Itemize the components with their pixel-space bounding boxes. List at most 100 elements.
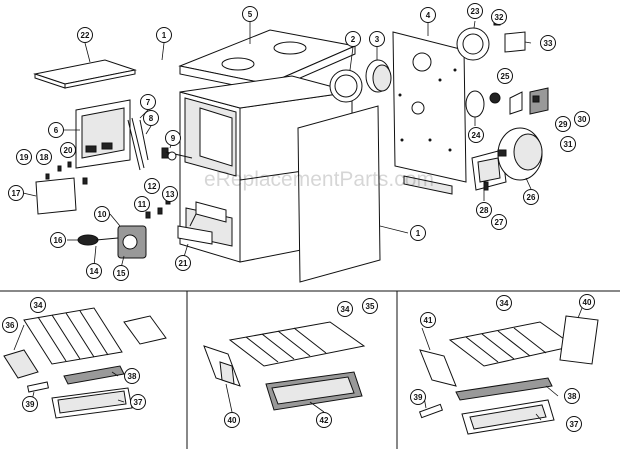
callout-bubble xyxy=(77,27,93,43)
callout-bubble xyxy=(410,225,426,241)
control-panel-6 xyxy=(75,99,131,169)
callout-main-13: 13 xyxy=(162,186,178,202)
callout-number: 33 xyxy=(544,39,553,48)
callout-bubble xyxy=(144,178,160,194)
valve-parts-10-16 xyxy=(77,197,171,259)
callout-bubble xyxy=(16,149,32,165)
callout-bubble xyxy=(94,206,110,222)
callout-number: 18 xyxy=(40,153,49,162)
callout-bubble xyxy=(468,127,484,143)
callout-number: 38 xyxy=(128,372,137,381)
callout-bubble xyxy=(48,122,64,138)
callout-bubble xyxy=(140,94,156,110)
callout-number: 6 xyxy=(54,126,59,135)
small-parts-18-20 xyxy=(45,161,88,185)
callout-number: 32 xyxy=(495,13,504,22)
callout-number: 7 xyxy=(146,98,151,107)
callout-panel-c-39: 39 xyxy=(410,389,426,405)
callout-main-20: 20 xyxy=(60,142,76,158)
callout-main-29: 29 xyxy=(555,116,571,132)
callout-main-8: 8 xyxy=(143,110,159,126)
callout-number: 27 xyxy=(495,218,504,227)
callout-number: 11 xyxy=(138,200,147,209)
callout-bubble xyxy=(467,3,483,19)
callout-bubble xyxy=(316,412,332,428)
callout-bubble xyxy=(560,136,576,152)
callout-bubble xyxy=(555,116,571,132)
top-panel-22 xyxy=(33,59,137,89)
callout-number: 41 xyxy=(424,316,433,325)
callout-bubble xyxy=(579,294,595,310)
callout-bubble xyxy=(491,214,507,230)
callout-panel-b-35: 35 xyxy=(362,298,378,314)
callout-number: 35 xyxy=(366,302,375,311)
callout-number: 42 xyxy=(320,416,329,425)
callout-bubble xyxy=(60,142,76,158)
callout-bubble xyxy=(50,232,66,248)
callout-bubble xyxy=(165,130,181,146)
door-17 xyxy=(35,177,77,215)
callout-main-32: 32 xyxy=(491,9,507,25)
callout-bubble xyxy=(113,265,129,281)
callout-number: 34 xyxy=(500,299,509,308)
callout-main-27: 27 xyxy=(491,214,507,230)
callout-number: 17 xyxy=(12,189,21,198)
callout-bubble xyxy=(476,202,492,218)
callout-bubble xyxy=(124,368,140,384)
callout-main-24: 24 xyxy=(468,127,484,143)
side-panel-1 xyxy=(297,105,381,283)
callout-number: 38 xyxy=(568,392,577,401)
callout-panel-b-40: 40 xyxy=(224,412,240,428)
watermark-text: eReplacementParts.com xyxy=(204,168,434,191)
callout-bubble xyxy=(86,263,102,279)
grate-assembly-panel-c xyxy=(418,315,599,435)
callout-number: 39 xyxy=(414,393,423,402)
callout-bubble xyxy=(22,396,38,412)
callout-main-12: 12 xyxy=(144,178,160,194)
callout-bubble xyxy=(162,186,178,202)
blower-26 xyxy=(471,127,543,191)
callout-bubble xyxy=(497,68,513,84)
callout-number: 15 xyxy=(117,269,126,278)
callout-panel-b-34: 34 xyxy=(337,301,353,317)
callout-number: 36 xyxy=(6,321,15,330)
grate-assembly-panel-a xyxy=(3,307,167,419)
grate-assembly-panel-b xyxy=(203,321,366,411)
callout-number: 28 xyxy=(480,206,489,215)
callout-number: 13 xyxy=(166,190,175,199)
callout-bubble xyxy=(362,298,378,314)
callout-main-31: 31 xyxy=(560,136,576,152)
callout-number: 34 xyxy=(341,305,350,314)
callout-number: 19 xyxy=(20,153,29,162)
callout-panel-a-34: 34 xyxy=(30,297,46,313)
callout-panel-c-38: 38 xyxy=(564,388,580,404)
callout-main-1: 1 xyxy=(156,27,172,43)
callout-main-10: 10 xyxy=(94,206,110,222)
wiring-parts xyxy=(127,117,149,171)
callout-bubble xyxy=(337,301,353,317)
callout-bubble xyxy=(242,6,258,22)
callout-main-6: 6 xyxy=(48,122,64,138)
rear-panel-4 xyxy=(392,31,467,195)
callout-number: 31 xyxy=(564,140,573,149)
callout-number: 25 xyxy=(501,72,510,81)
callout-number: 8 xyxy=(149,114,154,123)
callout-number: 23 xyxy=(471,7,480,16)
callout-number: 22 xyxy=(81,31,90,40)
callout-bubble xyxy=(491,9,507,25)
callout-number: 10 xyxy=(98,210,107,219)
callout-number: 14 xyxy=(90,267,99,276)
callout-bubble xyxy=(574,111,590,127)
callout-main-5: 5 xyxy=(242,6,258,22)
callout-bubble xyxy=(523,189,539,205)
callout-number: 34 xyxy=(34,301,43,310)
callout-number: 1 xyxy=(162,31,167,40)
callout-main-11: 11 xyxy=(134,196,150,212)
callout-panel-c-37: 37 xyxy=(566,416,582,432)
callout-panel-c-41: 41 xyxy=(420,312,436,328)
callout-bubble xyxy=(564,388,580,404)
callout-number: 37 xyxy=(570,420,579,429)
callout-panel-c-40: 40 xyxy=(579,294,595,310)
